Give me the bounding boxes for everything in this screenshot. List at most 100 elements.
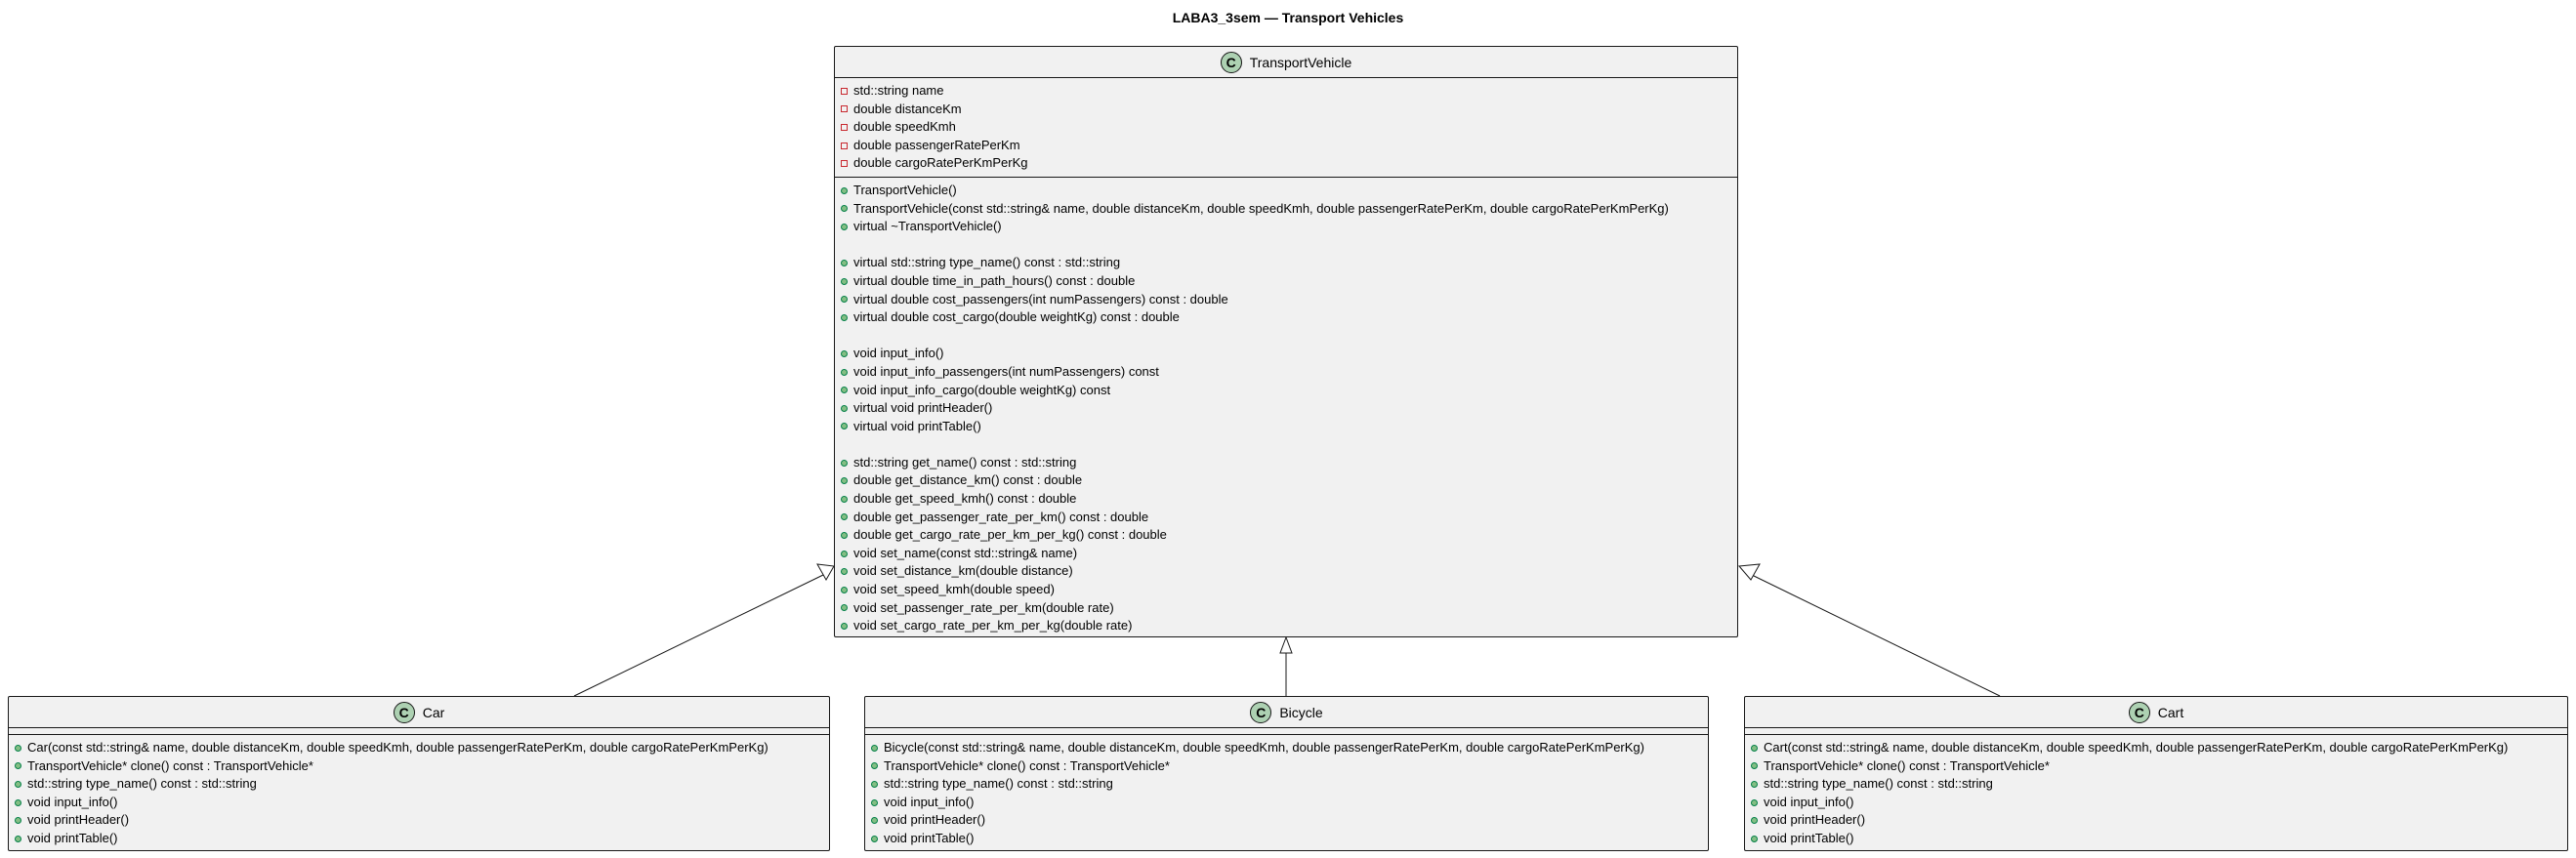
public-visibility-icon [15,780,21,788]
member-text: void input_info() [27,794,118,809]
method-row: void set_distance_km(double distance) [841,562,1737,581]
class-name: TransportVehicle [1249,54,1352,70]
public-visibility-icon [841,205,848,213]
method-row: double get_passenger_rate_per_km() const… [841,509,1737,527]
public-visibility-icon [1751,780,1758,788]
fields-section [865,728,1708,735]
method-row: double get_speed_kmh() const : double [841,490,1737,509]
member-text: void set_speed_kmh(double speed) [853,582,1055,597]
member-text: std::string type_name() const : std::str… [27,776,257,792]
method-row: virtual double time_in_path_hours() cons… [841,272,1737,291]
public-visibility-icon [841,260,848,267]
member-text: void set_name(const std::string& name) [853,545,1078,560]
methods-section: TransportVehicle()TransportVehicle(const… [835,178,1737,639]
public-visibility-icon [1751,762,1758,770]
member-text: void input_info() [884,794,975,809]
member-text: virtual double time_in_path_hours() cons… [853,272,1136,288]
method-row: double get_distance_km() const : double [841,471,1737,490]
method-row: TransportVehicle* clone() const : Transp… [871,757,1708,776]
member-text: void set_passenger_rate_per_km(double ra… [853,599,1114,615]
method-row: virtual double cost_cargo(double weightK… [841,308,1737,327]
member-text: double cargoRatePerKmPerKg [853,155,1028,171]
member-text: TransportVehicle* clone() const : Transp… [1764,757,2050,773]
edge-car-to-transport [573,574,824,697]
class-icon: C [1220,51,1242,73]
method-row: void set_passenger_rate_per_km(double ra… [841,599,1737,618]
member-text: void input_info() [853,346,944,361]
method-row: void input_info_passengers(int numPassen… [841,363,1737,382]
method-row: virtual double cost_passengers(int numPa… [841,291,1737,309]
method-row: Bicycle(const std::string& name, double … [871,739,1708,757]
method-row: std::string type_name() const : std::str… [1751,775,2567,794]
public-visibility-icon [841,313,848,321]
member-text: void printHeader() [884,812,986,828]
member-text: TransportVehicle* clone() const : Transp… [884,757,1170,773]
public-visibility-icon [871,835,878,842]
public-visibility-icon [841,532,848,540]
method-row: void input_info() [841,345,1737,363]
public-visibility-icon [15,817,21,825]
public-visibility-icon [1751,798,1758,806]
method-row: void input_info() [15,794,829,812]
public-visibility-icon [871,762,878,770]
member-text: std::string name [853,83,944,98]
public-visibility-icon [841,404,848,412]
public-visibility-icon [841,223,848,230]
member-text: TransportVehicle(const std::string& name… [853,200,1669,216]
class-name: Bicycle [1279,704,1323,720]
class-header: C Bicycle [865,697,1708,728]
member-spacer [841,327,1737,346]
public-visibility-icon [871,744,878,752]
public-visibility-icon [1751,835,1758,842]
method-row: void printHeader() [1751,811,2567,830]
member-text: virtual void printTable() [853,418,981,433]
private-visibility-icon [841,105,848,113]
member-text: double get_cargo_rate_per_km_per_kg() co… [853,527,1167,543]
member-text: virtual void printHeader() [853,400,993,416]
method-row: TransportVehicle(const std::string& name… [841,200,1737,219]
public-visibility-icon [15,798,21,806]
fields-section [9,728,829,735]
methods-section: Bicycle(const std::string& name, double … [865,735,1708,852]
member-spacer [841,435,1737,454]
member-text: Car(const std::string& name, double dist… [27,740,769,755]
member-text: void input_info() [1764,794,1854,809]
class-header: C TransportVehicle [835,47,1737,78]
member-text: virtual ~TransportVehicle() [853,219,1002,234]
member-text: virtual std::string type_name() const : … [853,255,1121,270]
member-text: void input_info_cargo(double weightKg) c… [853,382,1111,397]
public-visibility-icon [15,762,21,770]
public-visibility-icon [871,780,878,788]
method-row: TransportVehicle() [841,182,1737,200]
member-text: double get_passenger_rate_per_km() const… [853,509,1149,524]
member-text: std::string get_name() const : std::stri… [853,454,1077,470]
class-icon: C [1250,701,1272,723]
member-text: Cart(const std::string& name, double dis… [1764,740,2509,755]
public-visibility-icon [15,835,21,842]
public-visibility-icon [1751,817,1758,825]
member-text: std::string type_name() const : std::str… [884,776,1113,792]
public-visibility-icon [841,568,848,576]
method-row: void printTable() [1751,830,2567,848]
method-row: virtual std::string type_name() const : … [841,254,1737,272]
public-visibility-icon [871,798,878,806]
method-row: Car(const std::string& name, double dist… [15,739,829,757]
method-row: void printTable() [871,830,1708,848]
member-text: Bicycle(const std::string& name, double … [884,740,1644,755]
field-row: double distanceKm [841,101,1737,119]
public-visibility-icon [841,368,848,376]
member-text: double distanceKm [853,101,962,116]
method-row: std::string get_name() const : std::stri… [841,454,1737,472]
member-spacer [841,236,1737,255]
method-row: TransportVehicle* clone() const : Transp… [1751,757,2567,776]
public-visibility-icon [1751,744,1758,752]
member-text: double get_distance_km() const : double [853,472,1083,488]
method-row: void set_name(const std::string& name) [841,545,1737,563]
public-visibility-icon [841,277,848,285]
